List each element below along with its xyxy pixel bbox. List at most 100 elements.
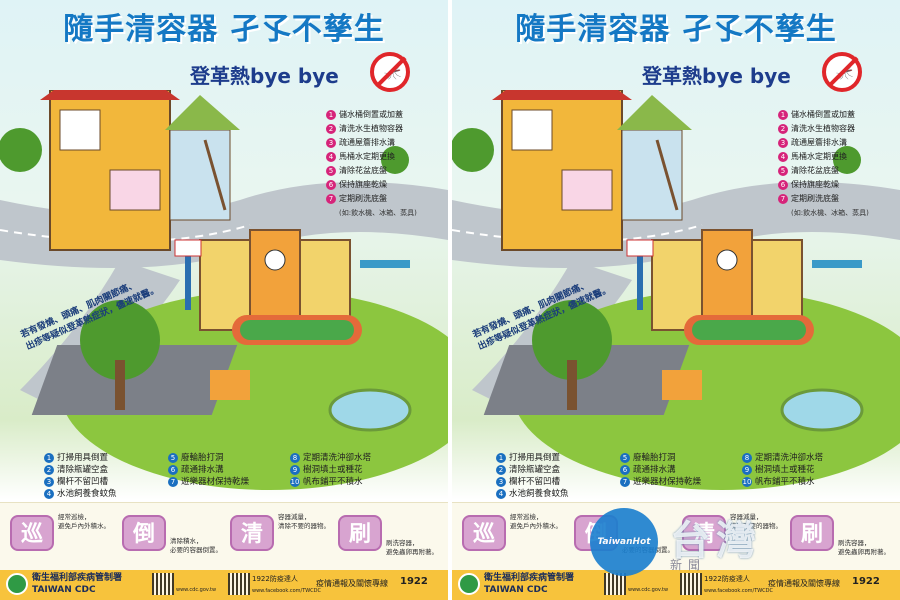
watermark-title: 台灣 bbox=[670, 518, 762, 564]
action-badge: 巡 bbox=[10, 515, 54, 551]
action-description: 經常巡檢，避免戶內外積水。 bbox=[510, 513, 562, 530]
poster-title: 隨手清容器 孑孓不孳生 bbox=[63, 12, 385, 47]
action-clean: 清 容器減量，清除不要的器物。 bbox=[226, 511, 332, 563]
action-strip: 巡 經常巡檢，避免戶內外積水。 倒 清除積水，必要的容器倒置。 清 容器減量，清… bbox=[0, 502, 448, 570]
action-dump: 倒 清除積水，必要的容器倒置。 bbox=[118, 511, 224, 563]
action-description: 清除積水，必要的容器倒置。 bbox=[170, 537, 222, 554]
action-scrub: 刷 刷洗容器，避免蟲卵再附著。 bbox=[786, 511, 892, 563]
no-mosquito-icon: 🦟 bbox=[370, 52, 410, 92]
action-badge: 倒 bbox=[122, 515, 166, 551]
qr-code-icon bbox=[604, 573, 626, 595]
facebook-url: www.facebook.com/TWCDC bbox=[704, 588, 774, 594]
action-badge: 刷 bbox=[338, 515, 382, 551]
action-badge: 清 bbox=[230, 515, 274, 551]
line-label: 1922防疫達人 bbox=[704, 575, 750, 583]
illustration-scene bbox=[0, 90, 448, 490]
news-watermark: TaiwanHot 台灣 新聞 bbox=[590, 500, 890, 580]
action-patrol: 巡 經常巡檢，避免戶內外積水。 bbox=[458, 511, 564, 563]
qr-code-icon bbox=[228, 573, 250, 595]
checklist-note: (如:飲水機、冰箱、蒸具) bbox=[791, 209, 869, 217]
poster-subtitle: 登革熱bye bye bbox=[642, 64, 791, 88]
action-clean: 清 容器減量，清除不要的器物。 bbox=[678, 511, 784, 563]
action-description: 容器減量，清除不要的器物。 bbox=[730, 513, 782, 530]
hotline-label: 疫情通報及關懷專線 bbox=[316, 579, 388, 588]
poster-subtitle: 登革熱bye bye bbox=[190, 64, 339, 88]
cdc-logo-icon bbox=[458, 573, 480, 595]
no-mosquito-icon: 🦟 bbox=[822, 52, 862, 92]
action-patrol: 巡 經常巡檢，避免戶內外積水。 bbox=[6, 511, 112, 563]
checklist-note: (如:飲水機、冰箱、蒸具) bbox=[339, 209, 417, 217]
hotline-number: 1922 bbox=[852, 576, 880, 587]
qr-code-icon bbox=[152, 573, 174, 595]
qr-code-icon bbox=[680, 573, 702, 595]
action-badge: 巡 bbox=[462, 515, 506, 551]
watermark-subtitle: 新聞 bbox=[670, 558, 707, 572]
cdc-logo-icon bbox=[6, 573, 28, 595]
site-url: www.cdc.gov.tw bbox=[176, 587, 217, 593]
action-badge: 刷 bbox=[790, 515, 834, 551]
action-badge: 清 bbox=[682, 515, 726, 551]
hotline-label: 疫情通報及關懷專線 bbox=[768, 579, 840, 588]
hotline-number: 1922 bbox=[400, 576, 428, 587]
action-description: 經常巡檢，避免戶內外積水。 bbox=[58, 513, 110, 530]
line-label: 1922防疫達人 bbox=[252, 575, 298, 583]
action-scrub: 刷 刷洗容器，避免蟲卵再附著。 bbox=[334, 511, 440, 563]
watermark-logo: TaiwanHot bbox=[590, 508, 658, 576]
illustration-scene bbox=[452, 90, 900, 490]
action-description: 刷洗容器，避免蟲卵再附著。 bbox=[386, 539, 438, 556]
poster-title: 隨手清容器 孑孓不孳生 bbox=[515, 12, 837, 47]
action-description: 刷洗容器，避免蟲卵再附著。 bbox=[838, 539, 890, 556]
site-url: www.cdc.gov.tw bbox=[628, 587, 669, 593]
facebook-url: www.facebook.com/TWCDC bbox=[252, 588, 322, 594]
